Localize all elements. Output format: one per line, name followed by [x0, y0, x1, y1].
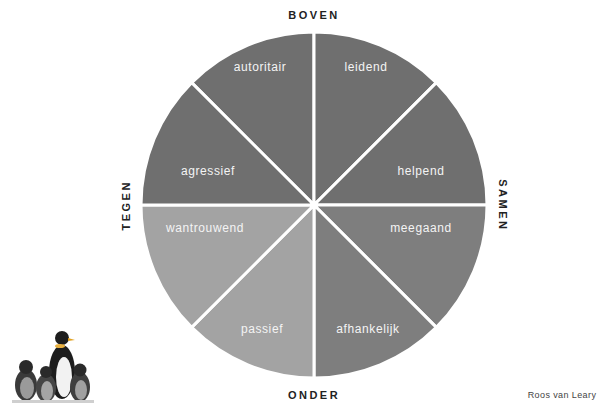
segment-text: leidend: [345, 61, 388, 75]
segment-label-box: helpend: [396, 164, 447, 180]
segment-label-box: autoritair: [232, 60, 289, 76]
axis-label: ONDER: [288, 389, 340, 402]
segment-shape: [314, 83, 487, 205]
segment-text: passief: [241, 323, 283, 337]
segment-text: autoritair: [234, 61, 287, 75]
segment-shape: [141, 205, 314, 327]
axis-label: SAMEN: [497, 179, 510, 231]
segment-text: agressief: [181, 165, 235, 179]
segment-text: afhankelijk: [336, 323, 399, 337]
caption: Roos van Leary: [528, 390, 597, 400]
axis-label: BOVEN: [288, 9, 340, 22]
segment-label-box: agressief: [179, 164, 237, 180]
segment-label-box: meegaand: [388, 221, 454, 237]
segment-label-box: leidend: [343, 60, 390, 76]
axis-label: TEGEN: [120, 180, 133, 230]
center-dot: [310, 201, 318, 209]
rose-wheel: [141, 32, 487, 378]
segment-text: meegaand: [390, 222, 452, 236]
segment-label-box: afhankelijk: [334, 322, 401, 338]
segment-shape: [141, 83, 314, 205]
segment-text: helpend: [398, 165, 445, 179]
segment-text: wantrouwend: [166, 222, 244, 236]
segment-label-box: passief: [239, 322, 285, 338]
segment-label-box: wantrouwend: [164, 221, 246, 237]
penguin-illustration: [12, 331, 94, 403]
